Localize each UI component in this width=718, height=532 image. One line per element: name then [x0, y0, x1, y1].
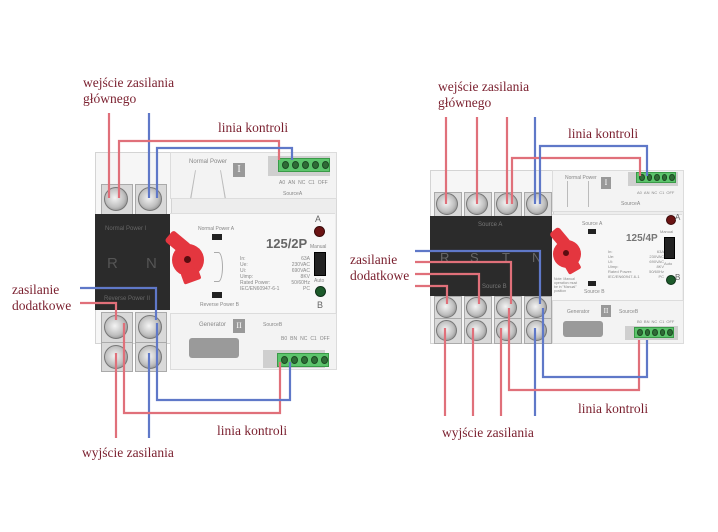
- model-label: 125/2P: [266, 236, 308, 251]
- terminal-screw-icon: [526, 193, 548, 215]
- control-line-phase-wire: [507, 308, 641, 392]
- backup-supply-phase-wire: [415, 284, 449, 304]
- main-input-label-left: wejście zasilania głównego: [83, 75, 175, 106]
- control-line-phase-wire: [122, 323, 282, 415]
- manual-auto-toggle[interactable]: [314, 252, 326, 276]
- backup-supply-label-left: zasilanie dodatkowe: [12, 282, 72, 313]
- control-line-label-top-right: linia kontroli: [568, 126, 639, 141]
- source-a-led-icon: [666, 215, 676, 225]
- pole-label-r: R: [107, 255, 118, 272]
- backup-supply-phase-wire: [415, 272, 481, 304]
- backup-supply-phase-wire: [415, 260, 513, 304]
- backup-supply-neutral-wire: [415, 249, 542, 304]
- power-tower-icon: [567, 181, 589, 207]
- control-line-label-bottom-right: linia kontroli: [578, 401, 649, 416]
- main-input-label-right: wejście zasilania głównego: [438, 79, 530, 110]
- source-a-led-icon: [314, 226, 325, 237]
- source-b-terminal-block[interactable]: [634, 327, 674, 338]
- rotation-arrow-icon: [214, 252, 223, 282]
- source-a-terminal-block[interactable]: [278, 158, 330, 172]
- pole-label-n: N: [146, 255, 157, 272]
- manual-note: Note: Manual operation must be in "Manua…: [554, 277, 578, 293]
- ats-2p-pole-band: [95, 214, 170, 310]
- control-line-label-bottom-left: linia kontroli: [217, 423, 288, 438]
- power-output-label-left: wyjście zasilania: [82, 445, 174, 460]
- manual-auto-toggle[interactable]: [664, 237, 675, 259]
- generator-icon: [189, 338, 239, 358]
- control-line-neutral-wire: [155, 146, 294, 198]
- top-band-label: Normal Power I: [105, 226, 147, 232]
- terminal-screw-icon: [466, 320, 487, 341]
- bottom-band-label: Reverse Power II: [104, 296, 151, 302]
- control-line-phase-wire: [117, 139, 281, 198]
- backup-supply-neutral-wire: [80, 286, 158, 320]
- control-line-neutral-wire: [541, 308, 649, 379]
- roman-numeral-badge: I: [233, 163, 245, 177]
- specs-list: In:63A Ue:230VAC Ui:690VAC Uimp:8KV Rate…: [240, 256, 310, 292]
- control-line-label-top-left: linia kontroli: [218, 120, 289, 135]
- source-a-terminal-block[interactable]: [636, 172, 676, 183]
- control-line-phase-wire: [510, 156, 642, 204]
- roman-numeral-badge: II: [233, 319, 245, 333]
- backup-supply-phase-wire: [80, 301, 118, 320]
- terminal-screw-icon: [466, 297, 487, 318]
- terminal-screw-icon: [526, 297, 547, 318]
- terminal-screw-icon: [526, 320, 547, 341]
- generator-icon: [563, 321, 603, 337]
- terminal-screw-icon: [436, 320, 457, 341]
- control-line-neutral-wire: [538, 144, 649, 204]
- source-b-led-icon: [315, 286, 326, 297]
- source-b-led-icon: [666, 275, 676, 285]
- power-output-label-right: wyjście zasilania: [442, 425, 534, 440]
- control-line-neutral-wire: [155, 323, 292, 402]
- backup-supply-label-right: zasilanie dodatkowe: [350, 252, 410, 283]
- ats-4p-pole-band: [430, 216, 552, 296]
